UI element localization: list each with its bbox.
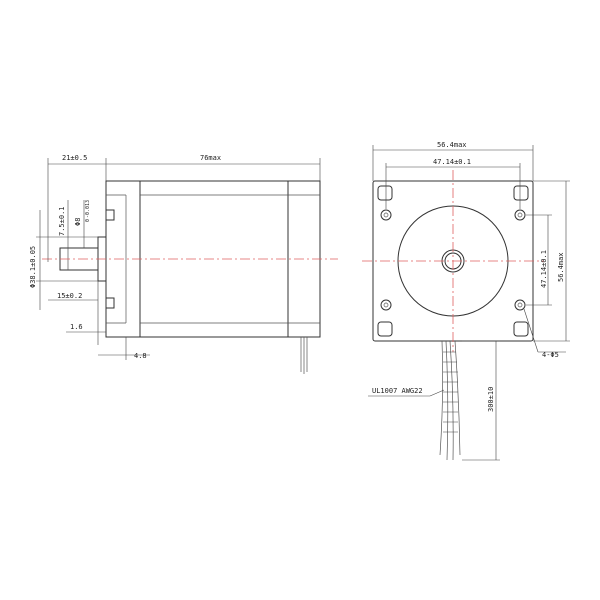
cable-wire-2 <box>445 340 449 461</box>
dim-hole-spacing-h: 47.14±0.1 <box>433 158 471 166</box>
mount-hole-tr-inner <box>517 212 523 218</box>
dim-flat-length: 15±0.2 <box>57 292 82 300</box>
holes-leader <box>523 308 539 353</box>
side-cable <box>300 337 308 374</box>
cable-wire-1 <box>439 340 444 456</box>
cable-wire-3 <box>449 340 454 461</box>
mount-hole-bl <box>380 299 392 311</box>
corner-pad-tl <box>377 185 393 201</box>
dim-boss-height: 1.6 <box>70 323 83 331</box>
dim-overall-width: 56.4max <box>437 141 467 149</box>
dim-front-length: 21±0.5 <box>62 154 87 162</box>
cable-label: UL1007 AWG22 <box>372 387 423 395</box>
mount-hole-bl-inner <box>383 302 389 308</box>
dim-holes: 4-Φ5 <box>542 351 559 359</box>
mount-hole-br <box>514 299 526 311</box>
mount-hole-bottom <box>105 297 115 309</box>
dim-flat-width: 7.5±0.1 <box>58 206 66 236</box>
corner-pad-br <box>513 321 529 337</box>
dim-shaft-dia: Φ8 <box>74 218 82 226</box>
dim-overall-height: 56.4max <box>557 252 565 282</box>
dim-hole-spacing-v: 47.14±0.1 <box>540 250 548 288</box>
dim-shaft-tol: -0.013 <box>85 200 91 218</box>
dim-cable-length: 300±10 <box>487 387 495 412</box>
cable-bundle <box>439 340 461 461</box>
cable-sleeve-hatching <box>443 351 458 433</box>
front-view: 56.4max 47.14±0.1 47.14±0.1 56.4max 4-Φ5 <box>362 141 570 461</box>
mount-hole-tl <box>380 209 392 221</box>
cable-label-leader <box>429 389 445 397</box>
mount-hole-top <box>105 209 115 221</box>
dim-boss-dia: Φ38.1±0.05 <box>29 246 37 288</box>
corner-pad-bl <box>377 321 393 337</box>
dim-flange-thickness: 4.8 <box>134 352 147 360</box>
mount-hole-tl-inner <box>383 212 389 218</box>
dim-body-length: 76max <box>200 154 221 162</box>
cable-wire-4 <box>454 340 461 456</box>
mount-hole-br-inner <box>517 302 523 308</box>
mount-hole-tr <box>514 209 526 221</box>
dim-shaft-tol-top: 0 <box>85 219 91 222</box>
corner-pad-tr <box>513 185 529 201</box>
side-view: 21±0.5 76max Φ38.1±0.05 7.5±0.1 Φ8 0 -0.… <box>29 154 338 374</box>
